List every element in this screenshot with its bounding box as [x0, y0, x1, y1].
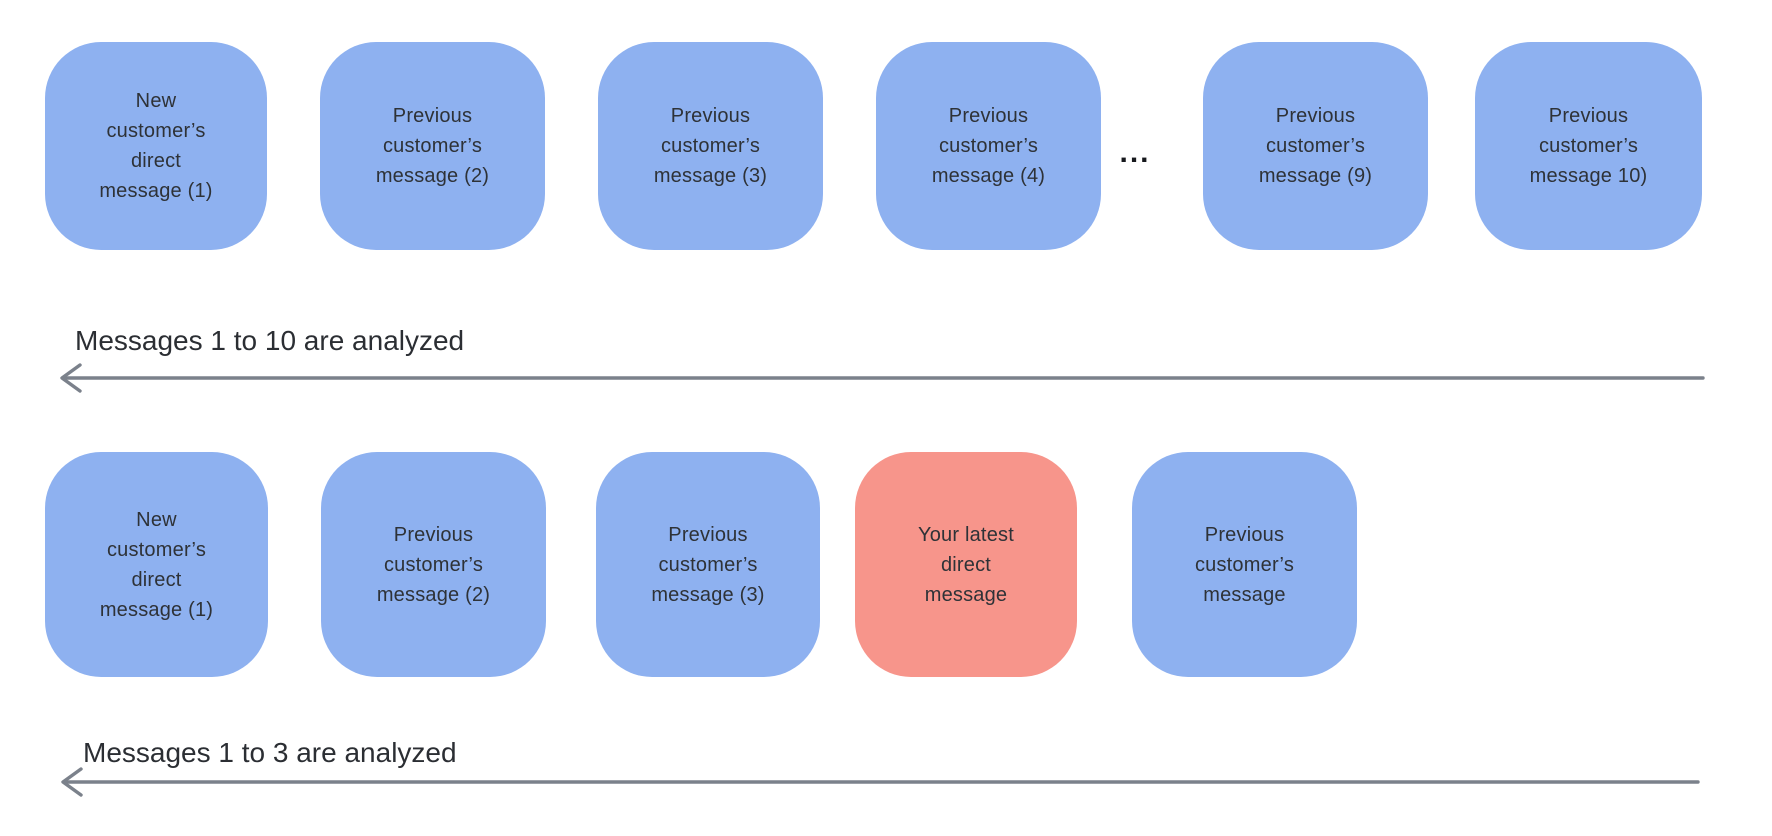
- row1-box-previous-message-2: Previous customer’s message (2): [320, 42, 545, 250]
- ellipsis-icon: ...: [1119, 136, 1151, 169]
- row1-box-new-customer-message-1: New customer’s direct message (1): [45, 42, 267, 250]
- row2-box-previous-message-2: Previous customer’s message (2): [321, 452, 546, 677]
- message-box-text: Previous customer’s message (9): [1258, 105, 1373, 187]
- arrow-head-icon: [60, 363, 82, 393]
- row1-box-previous-message-3: Previous customer’s message (3): [598, 42, 823, 250]
- message-box-text: Previous customer’s message (3): [651, 523, 765, 606]
- row2-box-your-latest-direct-message: Your latest direct message: [855, 452, 1077, 677]
- row2-box-previous-message: Previous customer’s message: [1132, 452, 1357, 677]
- message-box-text: Previous customer’s message (3): [653, 105, 768, 187]
- message-box-text: Previous customer’s message (2): [376, 523, 491, 606]
- message-box-text: Previous customer’s message (2): [375, 105, 490, 187]
- message-box-text: New customer’s direct message (1): [99, 508, 214, 621]
- message-box-text: New customer’s direct message (1): [99, 90, 213, 202]
- row2-analysis-range-label: Messages 1 to 3 are analyzed: [83, 737, 457, 768]
- message-box-text: Previous customer’s message 10): [1529, 105, 1648, 187]
- row1-box-previous-message-4: Previous customer’s message (4): [876, 42, 1101, 250]
- row2-box-new-customer-message-1: New customer’s direct message (1): [45, 452, 268, 677]
- row2-box-previous-message-3: Previous customer’s message (3): [596, 452, 820, 677]
- message-box-text: Previous customer’s message: [1194, 523, 1295, 606]
- row1-left-arrow: [60, 363, 1705, 393]
- arrow-head-icon: [61, 767, 83, 797]
- message-box-text: Previous customer’s message (4): [931, 105, 1046, 187]
- row1-box-previous-message-9: Previous customer’s message (9): [1203, 42, 1428, 250]
- message-box-text: Your latest direct message: [918, 523, 1014, 606]
- row2-left-arrow: [61, 767, 1700, 797]
- row1-box-previous-message-10: Previous customer’s message 10): [1475, 42, 1702, 250]
- row1-analysis-range-label: Messages 1 to 10 are analyzed: [75, 325, 465, 356]
